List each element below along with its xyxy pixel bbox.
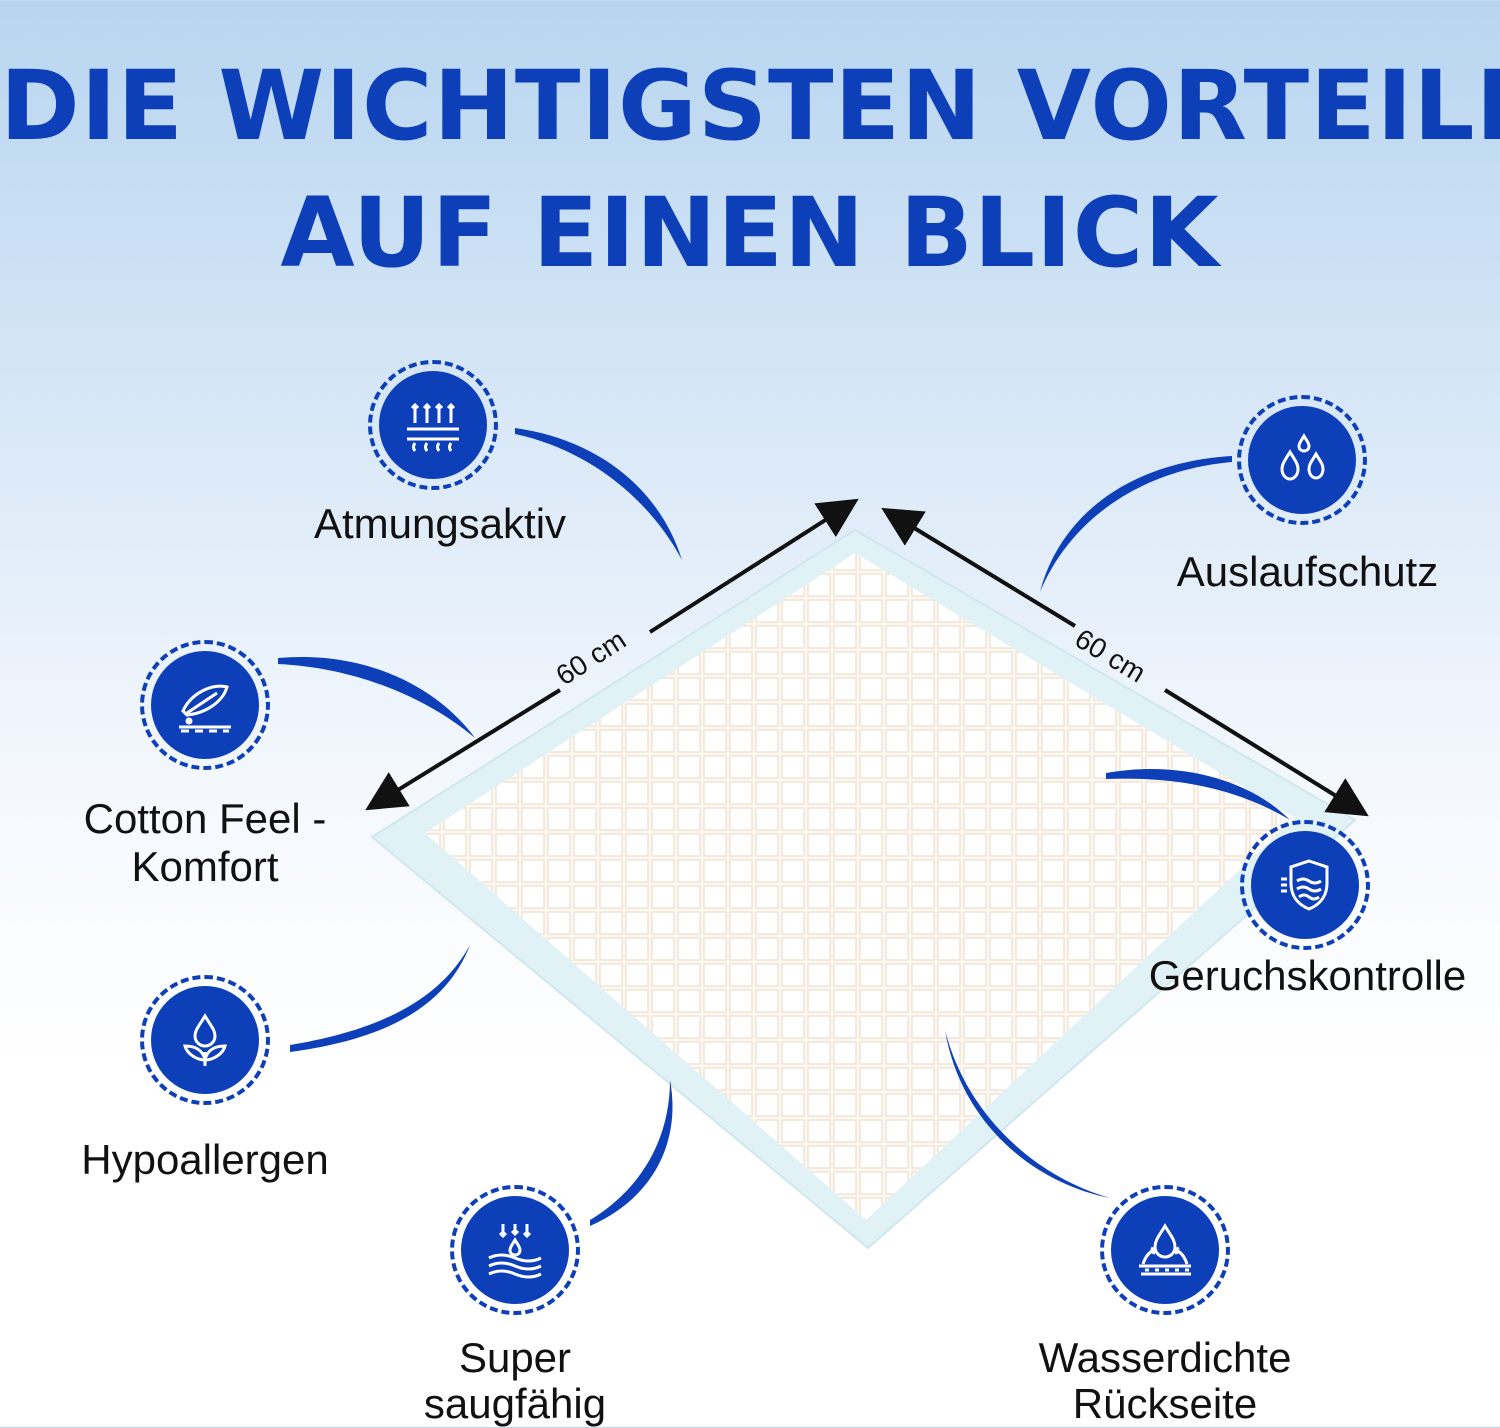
headline-line-1: DIE WICHTIGSTEN VORTEILE xyxy=(0,50,1500,162)
label-odor: Geruchskontrolle xyxy=(1148,952,1467,999)
badge-absorbent xyxy=(450,1185,580,1315)
label-cotton-line1: Cotton Feel - xyxy=(83,795,327,842)
dimension-arrow-left-upper xyxy=(648,498,859,634)
label-waterproof-line1: Wasserdichte xyxy=(1038,1334,1292,1381)
label-waterproof-line2: Rückseite xyxy=(1072,1380,1258,1427)
connector-cotton xyxy=(278,656,475,738)
dimension-arrow-right-upper xyxy=(881,507,1077,628)
drops-icon xyxy=(1280,433,1325,481)
waterproof-drop-icon xyxy=(1139,1223,1191,1276)
label-hypo: Hypoallergen xyxy=(81,1136,329,1183)
badge-cotton xyxy=(140,640,270,770)
shield-waves-icon xyxy=(1281,859,1329,911)
headline-line-2: AUF EINEN BLICK xyxy=(280,177,1220,289)
connector-absorbent xyxy=(590,1080,673,1226)
connector-odor xyxy=(1106,769,1290,820)
connector-hypo xyxy=(290,945,470,1052)
absorb-icon xyxy=(488,1224,542,1279)
badge-waterproof xyxy=(1100,1185,1230,1315)
connector-leak xyxy=(1040,456,1232,592)
leaf-drop-icon xyxy=(183,1013,227,1066)
label-leak: Auslaufschutz xyxy=(1176,548,1439,595)
label-breathable: Atmungsaktiv xyxy=(313,500,567,547)
breathable-layer-icon xyxy=(407,402,459,452)
dimension-arrow-right xyxy=(1163,688,1369,817)
dimension-arrow-left xyxy=(365,688,562,811)
feather-icon xyxy=(179,684,231,733)
label-cotton-line2: Komfort xyxy=(131,843,279,890)
pad-quilted-core xyxy=(425,553,1295,1220)
badge-breathable xyxy=(368,360,498,490)
badge-leak xyxy=(1237,395,1367,525)
badge-odor xyxy=(1240,820,1370,950)
label-absorbent-line1: Super xyxy=(458,1334,572,1381)
badge-hypo xyxy=(140,975,270,1105)
label-absorbent-line2: saugfähig xyxy=(423,1380,607,1427)
